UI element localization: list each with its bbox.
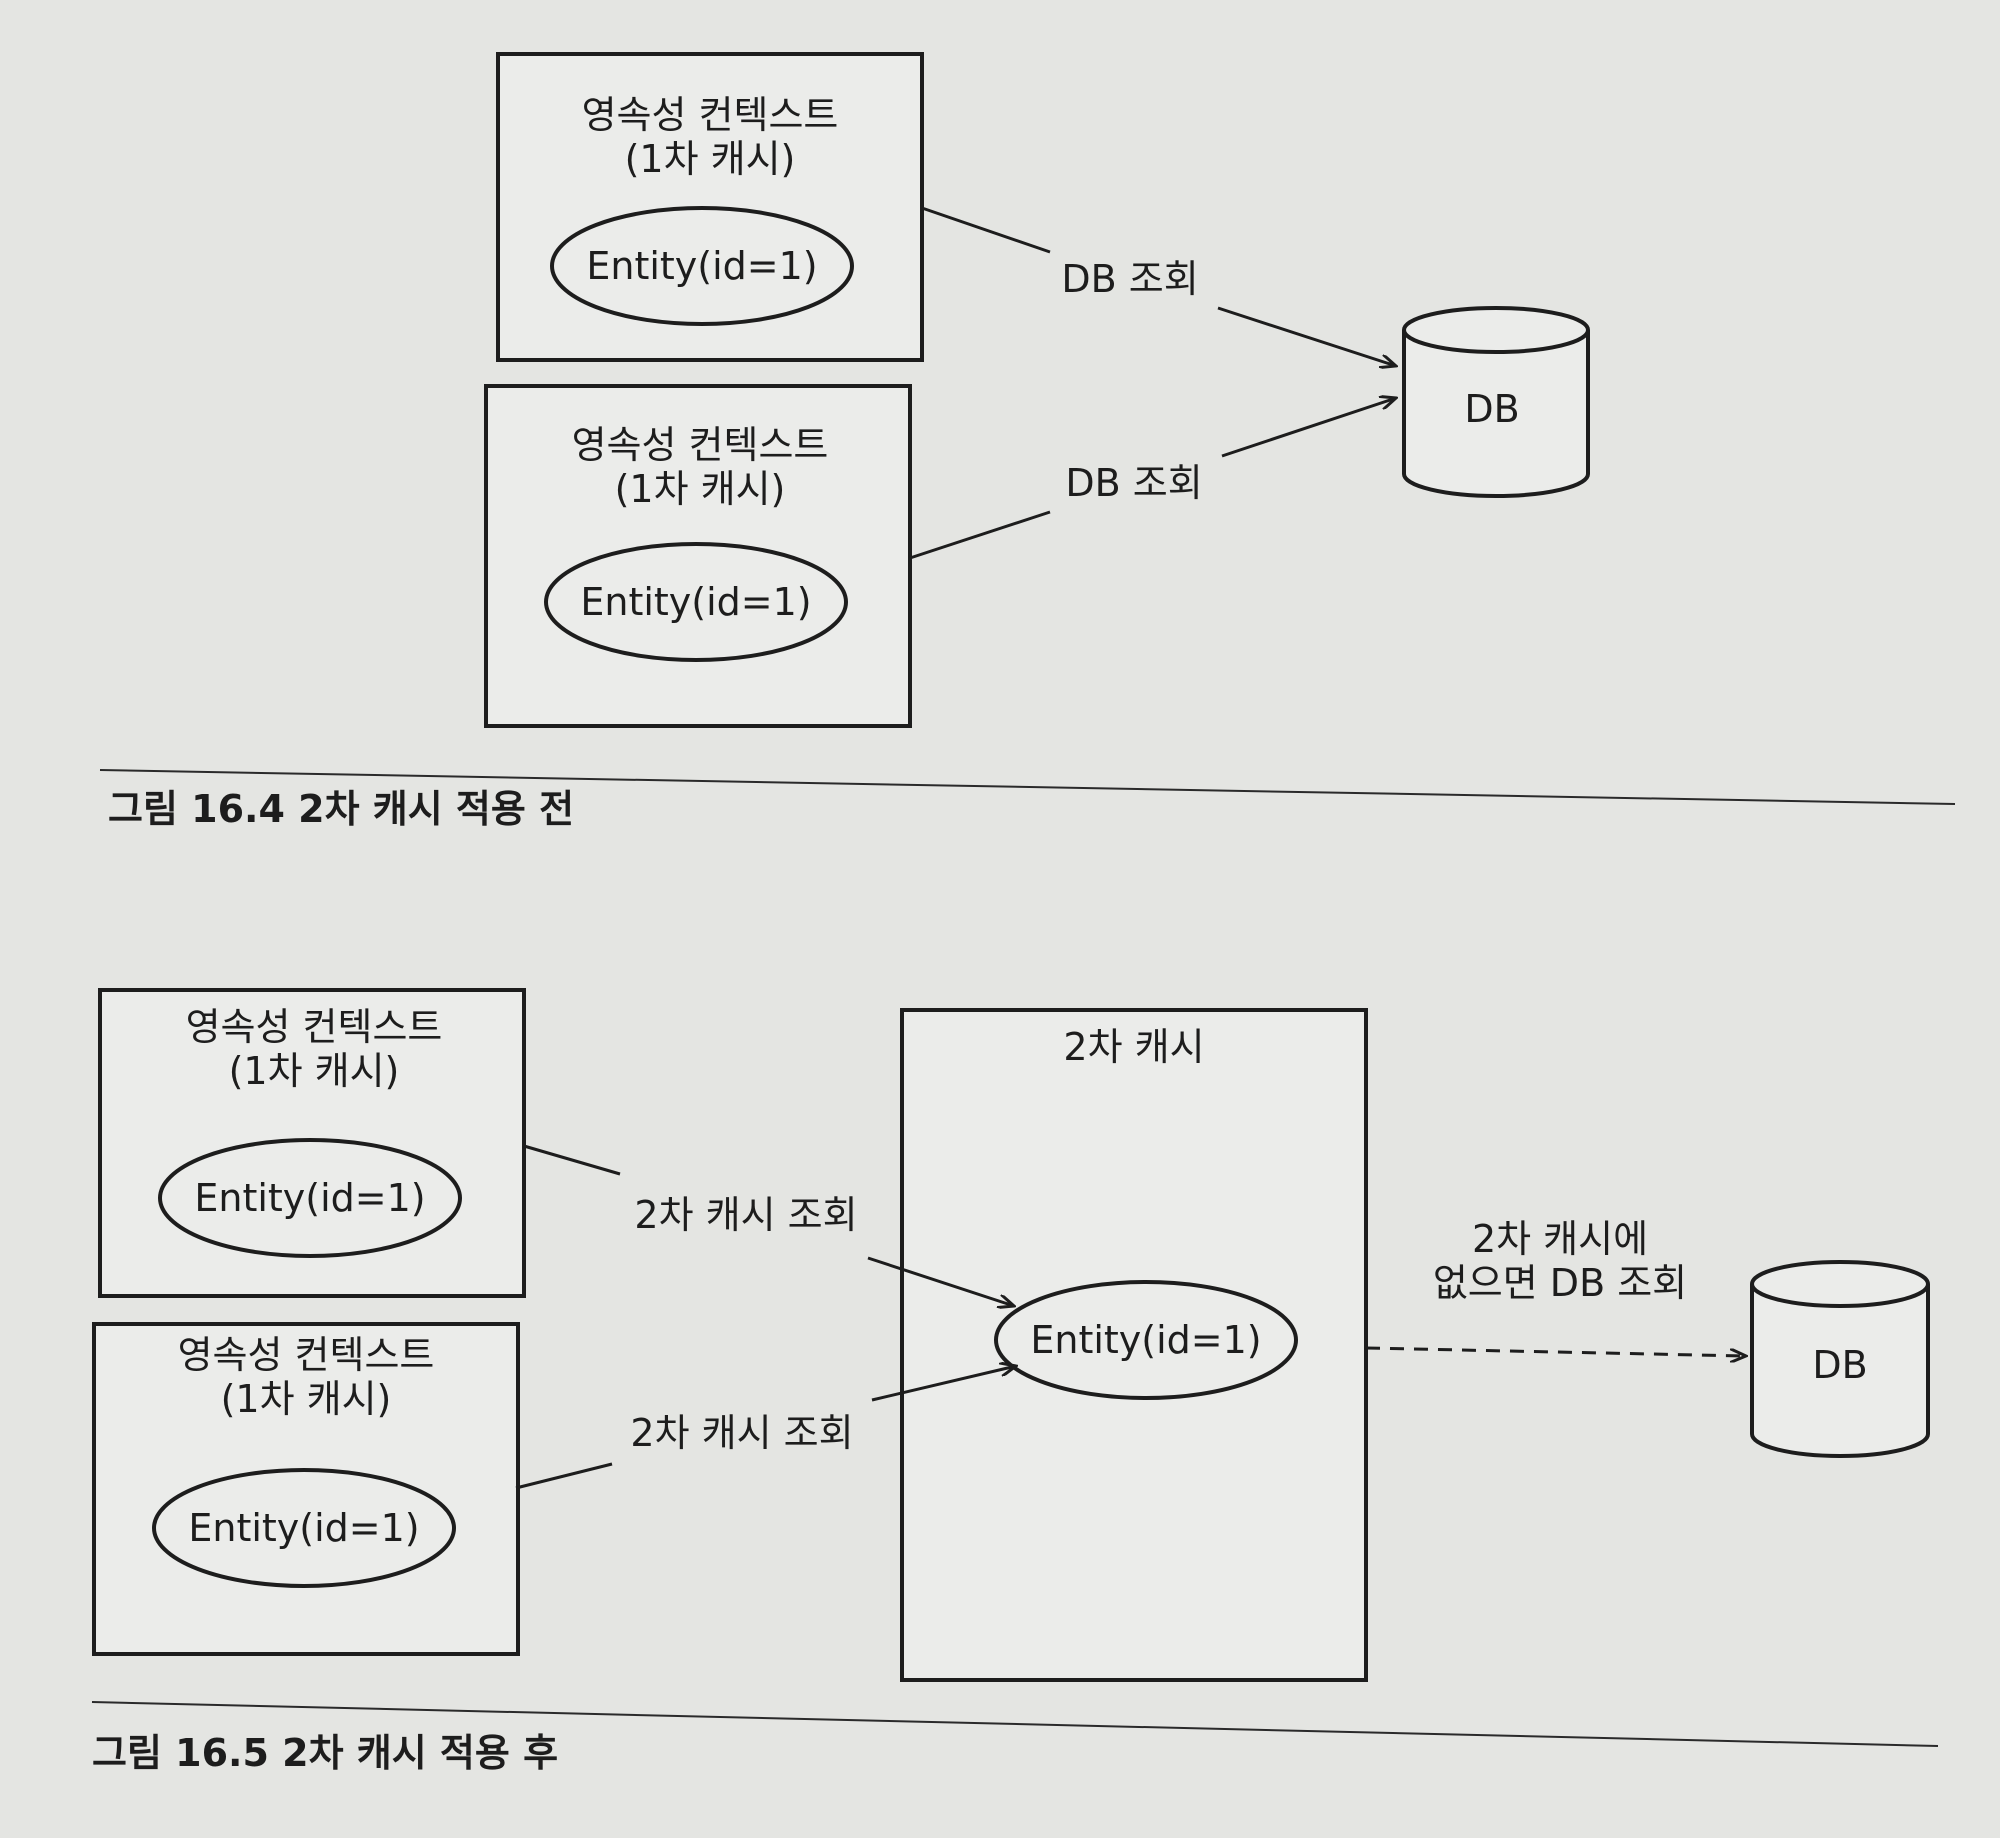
second-cache-title: 2차 캐시 xyxy=(1063,1025,1204,1069)
arrow-top-to-cache xyxy=(867,1256,1014,1306)
fallback-label: 2차 캐시에 xyxy=(1472,1217,1648,1261)
entity-label: Entity(id=1) xyxy=(188,1506,419,1550)
connector-bottom xyxy=(909,510,1051,560)
box-title: 영속성 컨텍스트 xyxy=(186,1005,443,1049)
edge-label-db-query: DB 조회 xyxy=(1065,461,1202,505)
entity-label: Entity(id=1) xyxy=(194,1176,425,1220)
arrow-top-to-db xyxy=(1217,306,1396,366)
entity-label: Entity(id=1) xyxy=(586,244,817,288)
caption-rule xyxy=(99,769,1956,805)
arrow-bottom-to-cache xyxy=(871,1366,1016,1402)
dashed-arrow-to-db xyxy=(1365,1346,1746,1356)
box-subtitle: (1차 캐시) xyxy=(625,137,796,181)
box-subtitle: (1차 캐시) xyxy=(221,1377,392,1421)
db-label: DB xyxy=(1464,387,1519,431)
persistence-context-box-bottom: 영속성 컨텍스트 (1차 캐시) Entity(id=1) xyxy=(92,1322,520,1656)
database-icon: DB xyxy=(1750,1260,1930,1458)
box-title: 영속성 컨텍스트 xyxy=(178,1333,435,1377)
connector-bottom xyxy=(515,1462,613,1490)
db-label: DB xyxy=(1812,1343,1867,1387)
figure-caption: 그림 16.5 2차 캐시 적용 후 xyxy=(92,1731,558,1775)
edge-label-second-cache-query: 2차 캐시 조회 xyxy=(630,1411,853,1455)
figure-16-4: 영속성 컨텍스트 (1차 캐시) Entity(id=1) 영속성 컨텍스트 (… xyxy=(99,52,1956,831)
entity-label: Entity(id=1) xyxy=(580,580,811,624)
box-subtitle: (1차 캐시) xyxy=(615,467,786,511)
persistence-context-box-top: 영속성 컨텍스트 (1차 캐시) Entity(id=1) xyxy=(98,988,526,1298)
connector-top xyxy=(921,206,1051,254)
fallback-label: 없으면 DB 조회 xyxy=(1433,1261,1687,1305)
figure-caption: 그림 16.4 2차 캐시 적용 전 xyxy=(108,787,574,831)
arrow-bottom-to-db xyxy=(1221,398,1396,458)
second-level-cache-box: 2차 캐시 Entity(id=1) xyxy=(900,1008,1368,1682)
persistence-context-box-bottom: 영속성 컨텍스트 (1차 캐시) Entity(id=1) xyxy=(484,384,912,728)
edge-label-db-query: DB 조회 xyxy=(1061,257,1198,301)
box-title: 영속성 컨텍스트 xyxy=(582,93,839,137)
box-subtitle: (1차 캐시) xyxy=(229,1049,400,1093)
connector-top xyxy=(523,1144,621,1176)
edge-label-second-cache-query: 2차 캐시 조회 xyxy=(634,1193,857,1237)
database-icon: DB xyxy=(1402,306,1590,498)
caption-rule xyxy=(91,1701,1939,1747)
figure-16-5: 영속성 컨텍스트 (1차 캐시) Entity(id=1) 영속성 컨텍스트 (… xyxy=(91,988,1939,1775)
entity-label: Entity(id=1) xyxy=(1030,1318,1261,1362)
persistence-context-box-top: 영속성 컨텍스트 (1차 캐시) Entity(id=1) xyxy=(496,52,924,362)
box-title: 영속성 컨텍스트 xyxy=(572,423,829,467)
